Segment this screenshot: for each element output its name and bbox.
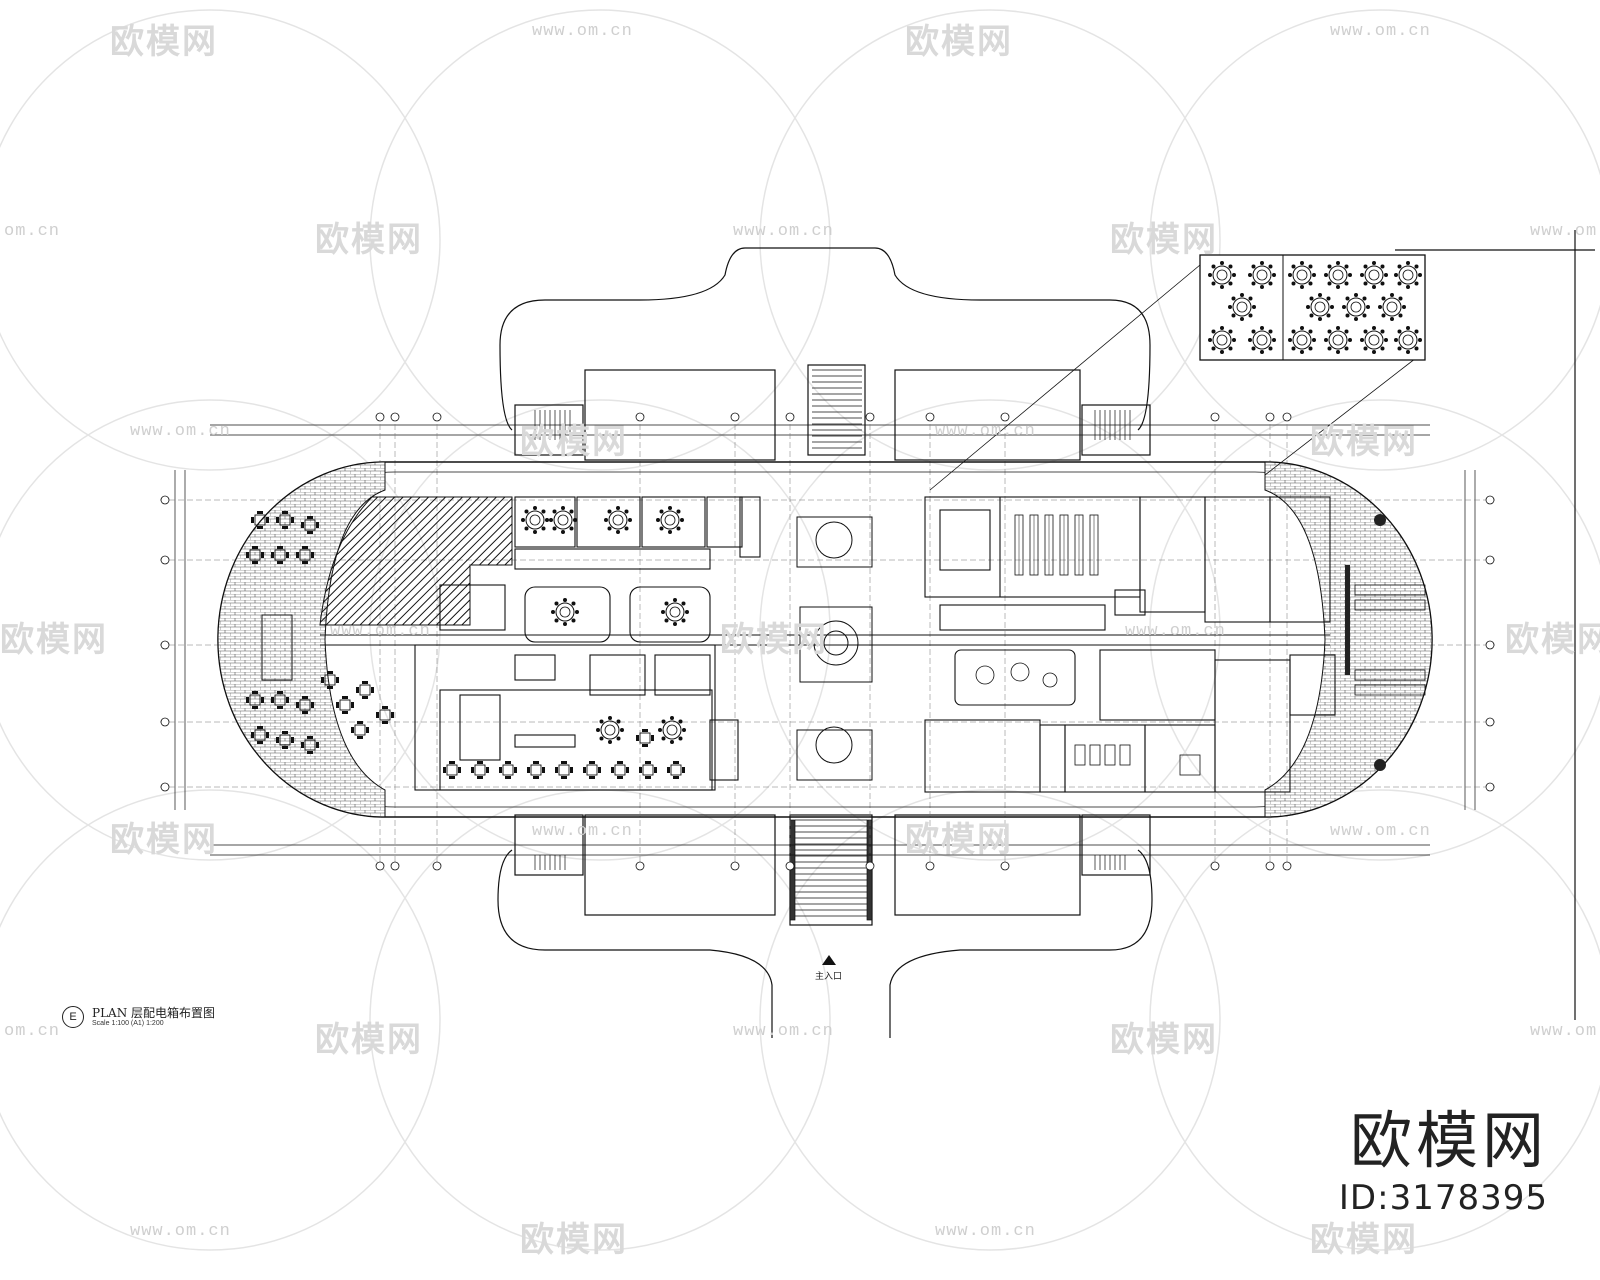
upper-right-rooms: [924, 496, 1331, 631]
entrance-label: 主入口: [815, 972, 843, 982]
lower-right-furniture: [975, 662, 1201, 776]
plan-number: E: [62, 1006, 84, 1028]
entrance-arrow-icon: [821, 955, 836, 965]
terraces: [514, 364, 1151, 926]
plan-title: 层配电箱布置图: [131, 1005, 216, 1020]
lower-right-rooms: [924, 649, 1336, 793]
dimension-lines: [174, 424, 1476, 856]
upper-left-tables: [520, 505, 690, 627]
plan-scale: Scale 1:100 (A1) 1:200: [92, 1020, 164, 1028]
plan-label: PLAN: [92, 1005, 128, 1020]
brand-mark: 欧模网 ID:3178395: [1338, 1104, 1548, 1219]
detail-callout: [929, 254, 1426, 491]
brand-name: 欧模网: [1349, 1104, 1548, 1177]
upper-left-rooms: [439, 496, 761, 643]
lower-left-rooms: [414, 644, 739, 791]
west-seating: [245, 510, 395, 755]
east-fixtures: [1345, 514, 1426, 771]
classroom-desks: [1014, 514, 1099, 576]
hatched-zone: [319, 496, 513, 626]
site-boundary: [497, 230, 1595, 1038]
drawing-title-block: E PLAN 层配电箱布置图 Scale 1:100 (A1) 1:200: [62, 1006, 215, 1028]
main-entrance-marker: 主入口: [815, 955, 842, 982]
brand-id: ID:3178395: [1338, 1178, 1548, 1218]
